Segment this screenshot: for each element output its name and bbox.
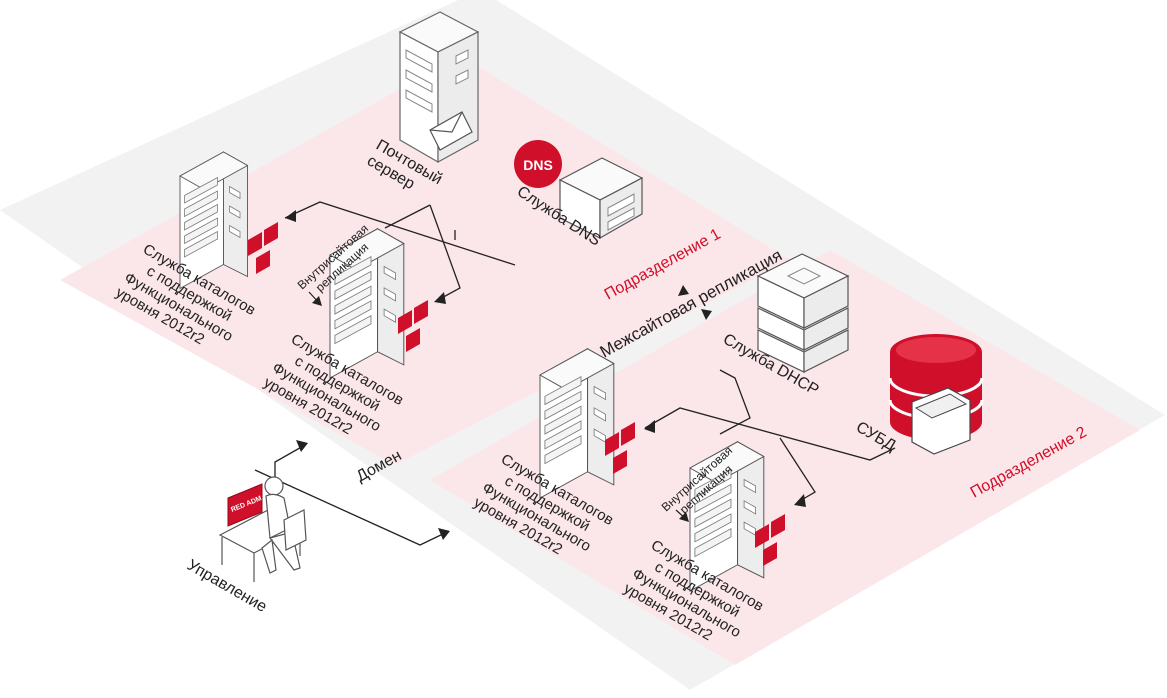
dns-badge: DNS <box>514 140 562 188</box>
arrow-2b <box>794 494 806 507</box>
arrow-intrasite-2 <box>679 512 689 522</box>
arrow-to-domain-up <box>296 440 308 452</box>
arrow-intersite-up <box>678 285 689 296</box>
arrow-1a <box>285 210 296 222</box>
arrow-intersite-down <box>701 309 712 320</box>
dhcp-server-icon <box>756 253 850 373</box>
management-label: Управление <box>184 557 270 616</box>
dns-badge-text: DNS <box>523 157 553 173</box>
envelope-icon <box>429 111 473 151</box>
admin-workstation-icon: RED ADM <box>218 476 307 582</box>
arrow-to-domain-down <box>438 528 450 540</box>
mail-server-icon <box>398 11 480 164</box>
monitor <box>227 483 263 527</box>
arrow-2a <box>644 420 655 433</box>
folder-icon <box>911 387 971 455</box>
subdivision-1-zone <box>60 55 790 465</box>
dns-server-icon <box>558 157 644 240</box>
red-cube-icon <box>248 222 785 566</box>
subdivision-1-connectors <box>284 201 516 301</box>
arrow-intrasite-1 <box>312 296 322 306</box>
arrow-1b <box>434 292 446 304</box>
